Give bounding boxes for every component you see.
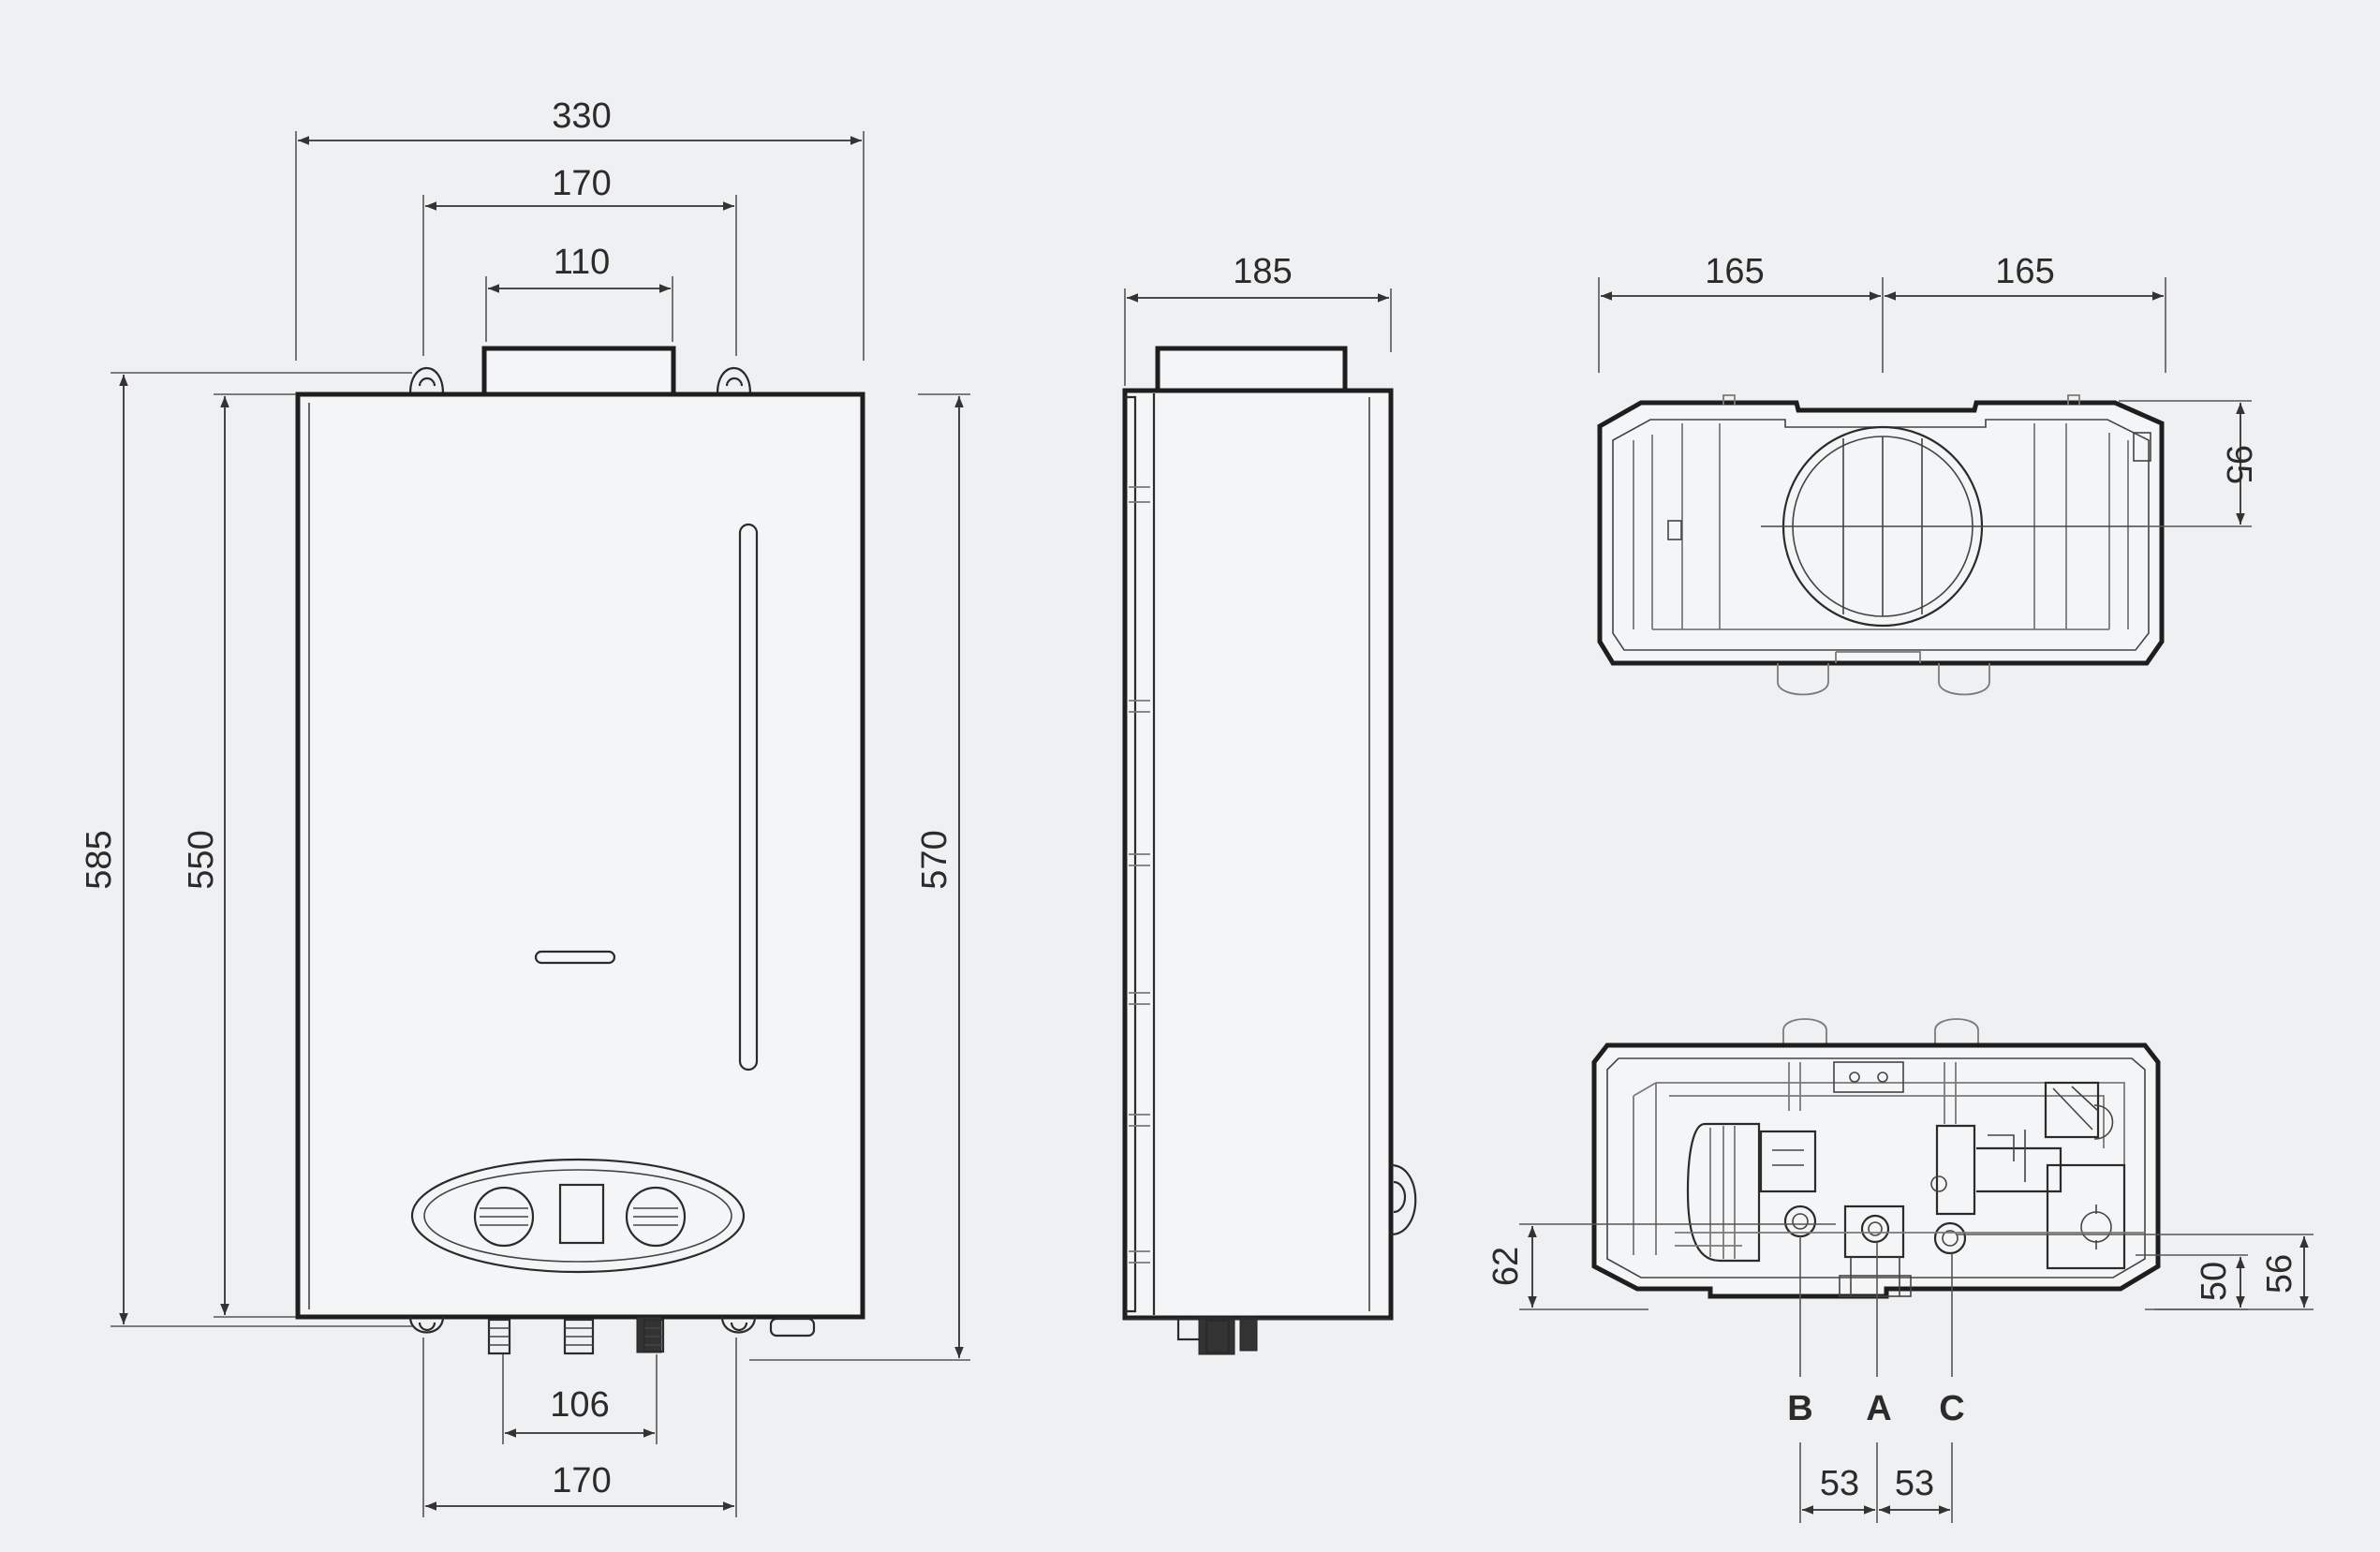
bottom-control-box [2046,1163,2126,1270]
dim-front-fitting-height: 570 [915,830,954,889]
front-casing [295,392,865,1320]
top-bottom-lugs [1777,651,1990,696]
dim-bottom-right-offset-a: 50 [2195,1262,2234,1301]
side-dimensions: 185 [1124,252,1392,386]
front-dimensions: 330 170 110 585 550 570 106 170 [80,96,970,1517]
front-top-bracket-right [716,367,752,394]
front-bottom-bracket-right [720,1316,757,1334]
bottom-gas-valve [1843,1205,1905,1259]
label-connection-a: A [1866,1389,1891,1428]
dim-bottom-spacing-ba: 53 [1820,1464,1859,1503]
front-display [558,1183,605,1245]
bottom-connection-c [1933,1221,1967,1255]
top-view [1597,394,2165,696]
dim-bottom-right-offset-b: 56 [2260,1254,2299,1293]
dim-bottom-spacing-ac: 53 [1895,1464,1934,1503]
front-flue-collar [481,346,676,400]
front-sight-window [738,523,759,1072]
bottom-view [1591,1018,2161,1299]
front-control-panel [410,1158,746,1274]
dim-front-bottom-bracket-spacing: 170 [552,1461,611,1500]
side-casing [1122,388,1394,1321]
side-outlet-lug [1390,1163,1417,1236]
side-wall-tabs [1129,486,1150,1264]
front-badge-slot [534,950,616,965]
dim-front-flue-width: 110 [554,243,611,282]
label-connection-b: B [1787,1389,1812,1428]
top-dimensions: 165 165 95 [1598,252,2258,527]
dim-front-body-height: 550 [182,830,221,889]
dim-top-flue-offset: 95 [2219,445,2258,484]
side-view [1122,346,1417,1355]
front-view [295,346,865,1355]
label-connection-c: C [1939,1389,1964,1428]
front-fittings [487,1316,816,1355]
dim-front-width: 330 [552,96,611,136]
side-bottom-fittings [1125,1316,1391,1355]
front-top-bracket-left [408,367,445,394]
side-flue-collar [1155,346,1348,396]
dim-bottom-left-offset: 62 [1486,1247,1526,1286]
bottom-dimensions: 62 50 56 B A C 53 53 [1486,1223,2313,1523]
dim-front-bracket-spacing: 170 [552,164,611,203]
dim-front-inlet-spacing: 106 [550,1385,609,1425]
dim-front-total-height: 585 [80,830,119,889]
dim-top-left-half: 165 [1705,252,1764,291]
dim-top-right-half: 165 [1995,252,2054,291]
front-bottom-bracket-left [408,1316,445,1334]
bottom-connection-a [1860,1214,1890,1244]
bottom-pump [1686,1122,1761,1263]
front-knob-right [625,1186,687,1248]
top-outline [1597,400,2165,666]
front-knob-left [473,1186,535,1248]
dim-side-depth: 185 [1233,252,1292,291]
